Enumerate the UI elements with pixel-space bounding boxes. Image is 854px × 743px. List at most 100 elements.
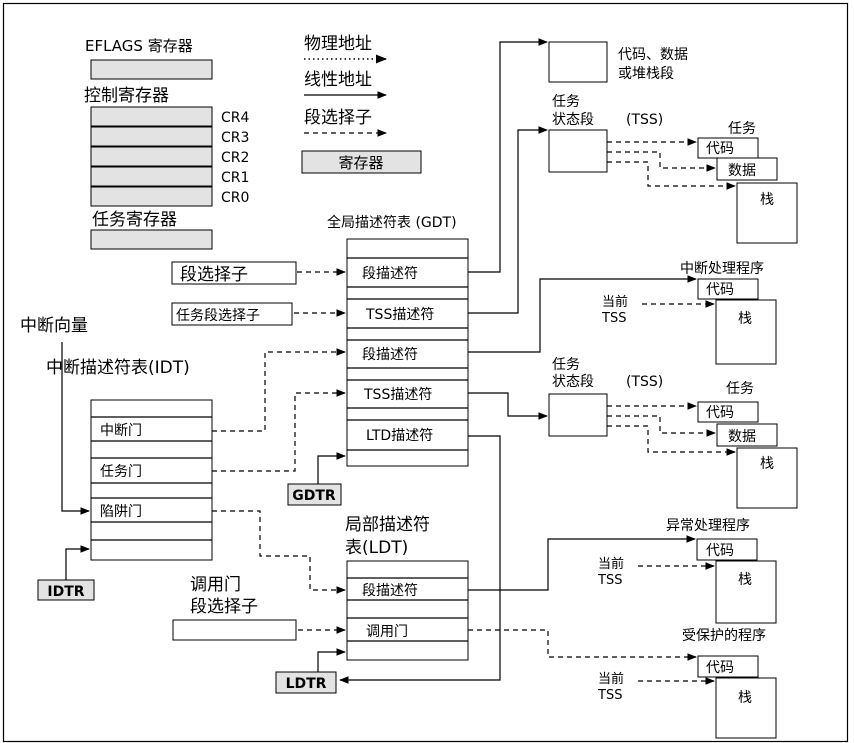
exception-handler-current: 当前	[598, 556, 624, 572]
interrupt-handler-stack: 栈	[738, 311, 752, 327]
eflags-register-box	[90, 59, 213, 80]
interrupt-handler-code-box	[697, 278, 759, 300]
tss-1-label: (TSS)	[626, 112, 663, 128]
task-segment-selector-label: 任务段选择子	[176, 308, 260, 324]
idt-entry-interrupt-gate: 中断门	[100, 423, 142, 439]
idt-table: 中断门 任务门 陷阱门	[90, 399, 213, 561]
exception-handler-code-box	[696, 538, 758, 561]
idtr-label: IDTR	[47, 584, 84, 600]
cr3-box	[90, 126, 213, 147]
code-data-stack-line2: 或堆栈段	[618, 66, 674, 82]
idt-title: 中断描述符表(IDT)	[46, 358, 190, 378]
task-2-label: 任务	[726, 381, 754, 397]
interrupt-handler-code: 代码	[706, 282, 734, 298]
interrupt-vector-arrow	[61, 342, 90, 515]
control-registers-label: 控制寄存器	[84, 86, 169, 106]
task-register-label: 任务寄存器	[92, 210, 177, 230]
ldt-table: 段描述符 调用门	[346, 560, 469, 661]
segment-selector-label: 段选择子	[180, 265, 248, 285]
protected-procedure-stack-box	[715, 677, 777, 739]
tss-1-to-stack-arrow	[607, 161, 736, 190]
cr1-box	[90, 166, 213, 187]
interrupt-handler-current: 当前	[602, 294, 628, 310]
ldt-title-line1: 局部描述符	[345, 515, 430, 535]
gdt-segment-to-interrupt-handler-arrow	[468, 275, 697, 353]
task-segment-selector-box	[171, 302, 293, 326]
exception-handler-stack-box	[715, 560, 777, 624]
gdt-title: 全局描述符表 (GDT)	[327, 214, 457, 231]
linear-address-label: 线性地址	[304, 70, 372, 90]
task-1-stack: 任务 代码 数据 栈	[697, 121, 798, 244]
task-state-segment-2-line1: 任务	[552, 357, 580, 373]
gdt-tss-to-tss-1-arrow	[468, 126, 548, 314]
exception-handler-title: 异常处理程序	[666, 518, 750, 534]
call-gate-selector-line1: 调用门	[190, 575, 241, 595]
protected-procedure-current: 当前	[598, 671, 624, 687]
ldt-entry-call-gate: 调用门	[366, 624, 408, 640]
call-gate-selector-line2: 段选择子	[190, 597, 258, 617]
task-state-segment-1-line1: 任务	[552, 94, 580, 110]
trap-gate-selector-arrow	[212, 510, 346, 594]
interrupt-handler-tss: TSS	[601, 311, 626, 326]
gdt-entry-segment-descriptor-2: 段描述符	[362, 347, 418, 363]
gdt-segment-to-code-arrow	[468, 38, 548, 273]
task-register-box	[90, 229, 213, 250]
register-legend: EFLAGS 寄存器 控制寄存器 CR4 CR3 CR2 CR1 CR0 任务寄…	[84, 37, 250, 250]
idtr-arrow	[65, 545, 90, 580]
cr1-label: CR1	[221, 170, 249, 186]
gdt-entry-tss-descriptor-2: TSS描述符	[363, 387, 432, 403]
cr0-box	[90, 186, 213, 207]
task-2-code: 代码	[706, 405, 734, 421]
interrupt-handler-title: 中断处理程序	[680, 261, 764, 277]
gdt-entry-segment-descriptor-1: 段描述符	[362, 266, 418, 282]
idt-entry-task-gate: 任务门	[100, 464, 142, 480]
cr0-label: CR0	[221, 190, 249, 206]
exception-handler-tss: TSS	[597, 573, 622, 588]
code-data-stack-segment-box	[548, 41, 608, 83]
protected-procedure-tss: TSS	[597, 688, 622, 703]
ldt-entry-segment-descriptor: 段描述符	[362, 583, 418, 599]
cr4-label: CR4	[221, 110, 250, 126]
gdtr-arrow	[317, 452, 346, 484]
ldt-title-line2: 表(LDT)	[345, 538, 408, 558]
gdt-table: 全局描述符表 (GDT) 段描述符 TSS描述符 段描述符 TSS描述符 LTD…	[327, 214, 469, 467]
line-style-legend: 物理地址 线性地址 段选择子 寄存器	[301, 34, 422, 174]
task-gate-selector-arrow	[212, 389, 346, 472]
tss-2-box	[548, 393, 608, 437]
ldtr-arrow	[317, 648, 346, 672]
task-2-data: 数据	[728, 429, 756, 445]
protected-procedure-title: 受保护的程序	[682, 628, 766, 644]
task-state-segment-1-line2: 状态段	[552, 112, 594, 128]
call-gate-selector-box	[172, 619, 297, 641]
segment-selector-legend-label: 段选择子	[304, 108, 372, 128]
ldt-descriptor-to-ldtr-arrow	[339, 435, 501, 684]
tss-1-box	[548, 129, 608, 173]
gdt-entry-tss-descriptor-1: TSS描述符	[365, 307, 434, 323]
interrupt-handler-stack-box	[715, 299, 777, 365]
protected-procedure-code: 代码	[706, 660, 734, 676]
ldt-segment-to-exception-handler-arrow	[468, 535, 696, 591]
cr3-label: CR3	[221, 130, 249, 146]
segment-selector-box	[171, 261, 297, 285]
task-2-stack: 任务 代码 数据 栈	[697, 381, 798, 509]
gdt-entry-ldt-descriptor: LTD描述符	[366, 428, 433, 444]
register-legend-label: 寄存器	[338, 154, 383, 172]
protected-procedure-stack: 栈	[738, 690, 752, 706]
ldtr-register	[275, 671, 337, 694]
task-1-code: 代码	[706, 141, 734, 157]
task-1-stack-label: 栈	[760, 192, 774, 208]
interrupt-vector-label: 中断向量	[20, 316, 88, 336]
task-1-data: 数据	[728, 163, 756, 179]
cr2-label: CR2	[221, 150, 249, 166]
ldt-call-gate-to-protected-procedure-arrow	[468, 629, 697, 661]
tss-2-label: (TSS)	[626, 374, 663, 390]
cr2-box	[90, 146, 213, 167]
interrupt-gate-selector-arrow	[212, 348, 346, 432]
task-1-label: 任务	[728, 121, 756, 137]
register-legend-box	[301, 150, 422, 174]
physical-address-label: 物理地址	[304, 34, 372, 54]
cr4-box	[90, 106, 213, 127]
task-2-stack-label: 栈	[760, 456, 774, 472]
